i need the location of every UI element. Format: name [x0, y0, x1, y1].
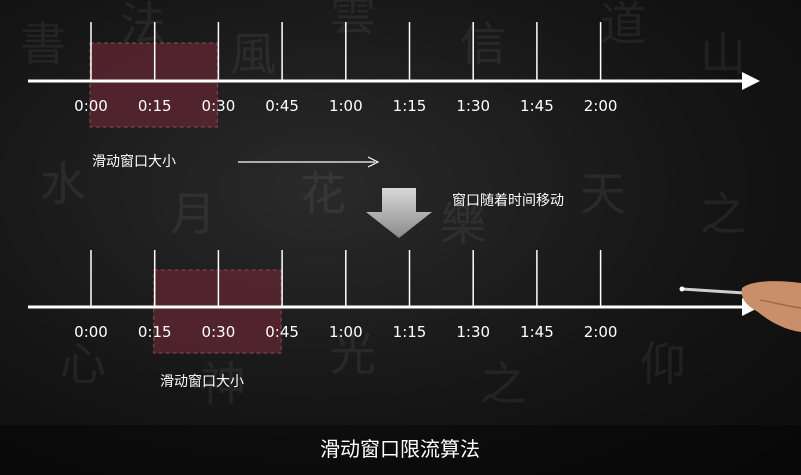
- top-tick-label: 1:45: [520, 97, 554, 115]
- bottom-tick-label: 1:45: [520, 323, 554, 341]
- svg-text:心: 心: [60, 337, 106, 391]
- slide-caption: 滑动窗口限流算法: [320, 437, 480, 461]
- top-window-highlight: [89, 42, 218, 128]
- down-arrow-icon: [366, 188, 432, 238]
- calligraphy-texture: 書法風 雲信道 山水月 花樂天 之心神 光之仰: [20, 0, 746, 411]
- svg-text:月: 月: [170, 187, 216, 241]
- top-tick-label: 1:15: [393, 97, 427, 115]
- svg-text:道: 道: [600, 0, 646, 51]
- top-timeline-ticks: 0:00 0:15 0:30 0:45 1:00 1:15 1:30 1:45 2:00: [74, 22, 617, 115]
- bottom-timeline-ticks: 0:00 0:15 0:30 0:45 1:00 1:15 1:30 1:45 2:00: [74, 250, 617, 341]
- bottom-tick-label: 1:15: [393, 323, 427, 341]
- caption-bar: [0, 425, 801, 475]
- move-note: 窗口随着时间移动: [452, 192, 564, 209]
- presenter-hand: [741, 281, 801, 332]
- top-tick-label: 0:00: [74, 97, 108, 115]
- presenter-hand-shadow: [759, 299, 801, 309]
- window-direction-arrowhead: [367, 156, 380, 168]
- bottom-window-highlight: [153, 269, 282, 354]
- svg-text:花: 花: [300, 167, 346, 221]
- bottom-tick-label: 0:30: [202, 323, 236, 341]
- top-window-label: 滑动窗口大小: [92, 153, 176, 170]
- bottom-tick-label: 2:00: [584, 323, 618, 341]
- svg-text:風: 風: [230, 27, 276, 81]
- bottom-window-label: 滑动窗口大小: [160, 373, 244, 390]
- top-tick-label: 0:30: [202, 97, 236, 115]
- pointer-tip: [679, 286, 685, 292]
- svg-text:山: 山: [700, 27, 746, 81]
- top-tick-label: 1:00: [329, 97, 363, 115]
- top-tick-label: 2:00: [584, 97, 618, 115]
- svg-text:仰: 仰: [640, 337, 686, 391]
- svg-text:雲: 雲: [330, 0, 376, 41]
- svg-text:光: 光: [330, 327, 376, 381]
- svg-text:信: 信: [460, 17, 506, 71]
- svg-text:水: 水: [40, 157, 86, 211]
- svg-text:神: 神: [200, 357, 246, 411]
- bottom-tick-label: 0:15: [138, 323, 172, 341]
- svg-text:之: 之: [480, 357, 526, 411]
- bottom-tick-label: 1:30: [456, 323, 490, 341]
- svg-text:天: 天: [580, 167, 626, 221]
- top-axis-arrowhead: [742, 72, 760, 90]
- svg-text:樂: 樂: [440, 197, 486, 251]
- top-tick-label: 0:45: [265, 97, 299, 115]
- bottom-tick-label: 0:00: [74, 323, 108, 341]
- svg-text:書: 書: [20, 17, 66, 71]
- top-tick-label: 0:15: [138, 97, 172, 115]
- bottom-tick-label: 1:00: [329, 323, 363, 341]
- top-tick-label: 1:30: [456, 97, 490, 115]
- svg-text:之: 之: [700, 187, 746, 241]
- bottom-tick-label: 0:45: [265, 323, 299, 341]
